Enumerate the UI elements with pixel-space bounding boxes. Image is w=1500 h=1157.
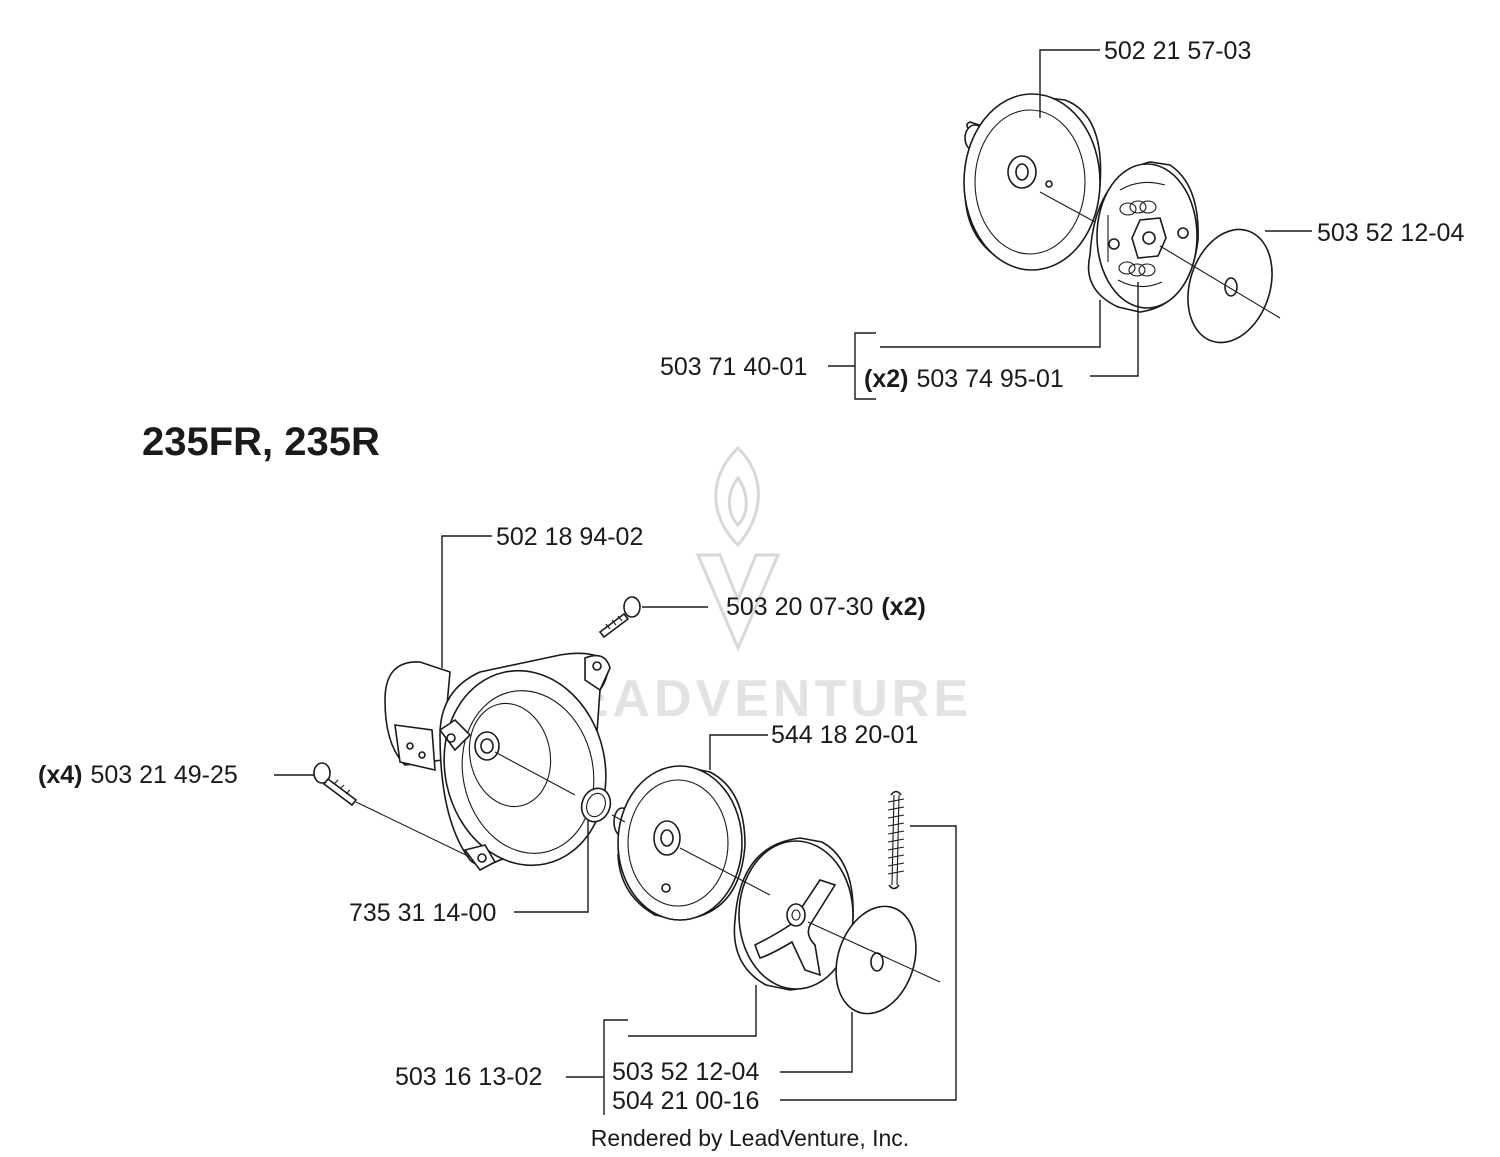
washer[interactable]: [823, 896, 929, 1024]
label-top-clutch-spring: (x2) 503 74 95-01: [864, 365, 1064, 393]
label-top-clutch-drum: 502 21 57-03: [1104, 37, 1251, 65]
part-top-clutch-spring: 503 74 95-01: [916, 365, 1063, 393]
label-clutch-drum: 544 18 20-01: [771, 721, 918, 749]
qty-screw: (x4): [38, 761, 82, 789]
bottom-bracket: [566, 1019, 628, 1115]
spring[interactable]: [887, 790, 905, 890]
leader-spring: [780, 825, 957, 1101]
screw[interactable]: [313, 762, 358, 807]
leader-top-clutch-spring: [1090, 282, 1139, 377]
label-top-washer: 503 52 12-04: [1317, 219, 1464, 247]
watermark-text: LEADVENTURE: [538, 670, 972, 728]
top-axis-line: [1039, 191, 1281, 319]
label-housing: 502 18 94-02: [496, 523, 643, 551]
leader-clutch-drum: [709, 734, 768, 770]
footer-credit: Rendered by LeadVenture, Inc.: [591, 1125, 909, 1151]
bottom-axis-line: [494, 751, 941, 983]
top-washer[interactable]: [1174, 218, 1286, 353]
top-bracket: [828, 332, 876, 400]
clutch-assembly[interactable]: [733, 837, 854, 991]
retaining-ring[interactable]: [577, 784, 615, 826]
label-housing-screw: 503 20 07-30 (x2): [726, 593, 926, 621]
label-top-clutch-assembly: 503 71 40-01: [660, 353, 807, 381]
leader-top-clutch-assembly: [880, 300, 1101, 348]
part-housing-screw: 503 20 07-30: [726, 593, 873, 621]
label-spring: 504 21 00-16: [612, 1087, 759, 1115]
top-clutch-spring[interactable]: [1108, 200, 1189, 277]
clutch-drum[interactable]: [613, 765, 746, 921]
part-screw: 503 21 49-25: [90, 761, 237, 789]
housing-screw[interactable]: [598, 596, 641, 639]
label-clutch-assembly: 503 16 13-02: [395, 1063, 542, 1091]
model-title: 235FR, 235R: [142, 420, 380, 464]
leader-washer: [780, 1012, 853, 1073]
label-screw: (x4) 503 21 49-25: [38, 761, 238, 789]
label-retaining-ring: 735 31 14-00: [349, 899, 496, 927]
top-clutch-drum[interactable]: [963, 93, 1102, 271]
leader-top-clutch-drum: [1039, 49, 1100, 118]
qty-housing-screw: (x2): [881, 593, 925, 621]
screw-axis-line: [355, 801, 471, 858]
leader-retaining-ring: [514, 820, 589, 913]
leader-clutch-assembly: [628, 985, 757, 1037]
qty-top-clutch-spring: (x2): [864, 365, 908, 393]
leader-housing: [441, 535, 492, 668]
label-washer: 503 52 12-04: [612, 1058, 759, 1086]
leadventure-watermark-logo: LEADVENTURE: [538, 445, 972, 728]
